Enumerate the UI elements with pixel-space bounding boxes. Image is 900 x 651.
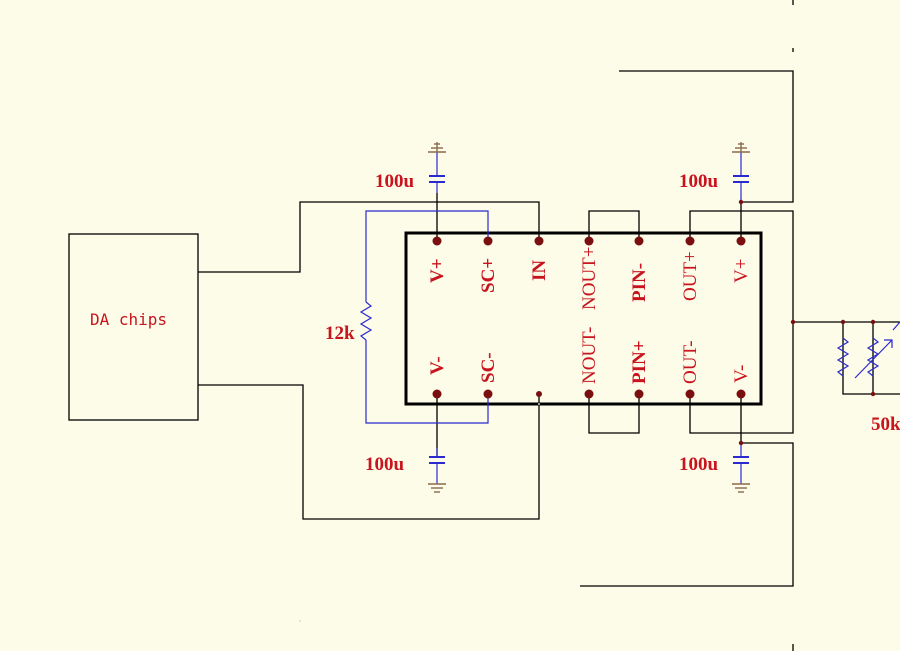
components [359,152,900,484]
wire-gnd-return [198,384,540,520]
capacitor-c1-label: 100u [375,171,415,192]
wire-pot-loop [842,322,900,395]
wire-sc-plus [365,210,489,302]
ground-icon [428,142,446,153]
pin-label: V- [427,356,448,375]
wire-vminus-rail [580,394,794,587]
wire-nout-pin-top [588,210,640,241]
resistor-12k [359,301,373,341]
pin-label: V+ [731,259,752,283]
wire-vplus-rail [619,70,794,241]
pin-label: V+ [427,258,448,283]
power-module-box [404,231,763,406]
pin-label: NOUT+ [579,247,600,311]
pin-label: V- [731,365,752,383]
da-chips-label: DA chips [90,310,167,329]
wire-sc-minus [365,340,489,424]
pin-label: NOUT- [579,327,600,384]
top-pin-labels: V+ SC+ IN NOUT+ PIN- OUT+ V+ [427,247,752,311]
wires [68,0,900,651]
pin-label: SC+ [478,258,499,293]
pin-label: OUT- [680,340,701,384]
da-chips-block [68,233,199,421]
pin-label: IN [529,260,550,281]
ground-icon [428,483,446,493]
pin-dots [432,199,876,446]
potentiometer-label: 50k [871,414,900,435]
resistor-fixed-right [836,337,850,377]
pin-label: OUT+ [680,251,701,301]
bottom-pin-labels: V- SC- NOUT- PIN+ OUT- V- [427,327,752,384]
potentiometer-50k [866,337,880,377]
capacitor-c4-label: 100u [679,454,719,475]
ground-icon [732,142,750,153]
pin-label: PIN- [629,263,650,302]
grounds [428,142,750,493]
resistor-12k-label: 12k [325,323,355,344]
wire-nout-pin-bottom [588,394,640,434]
capacitor-c2-label: 100u [365,454,405,475]
pin-label: SC- [478,352,499,383]
potentiometer-arrow [854,339,893,379]
wire-in [198,201,540,273]
capacitor-c3-label: 100u [679,171,719,192]
pin-label: PIN+ [629,340,650,384]
ground-icon [732,483,750,493]
